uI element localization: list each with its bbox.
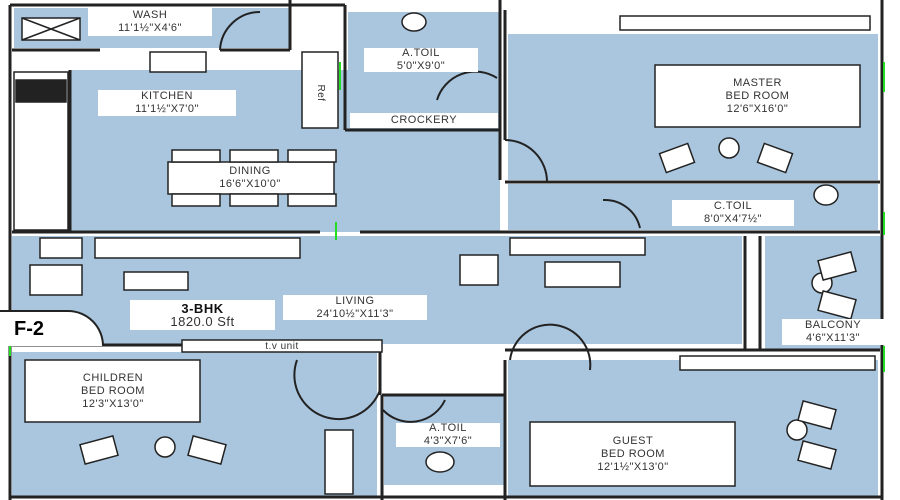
guest-wardrobe xyxy=(679,355,876,371)
master-wardrobe xyxy=(619,15,871,31)
flat-id-badge: F-2 xyxy=(0,310,104,346)
window-markers xyxy=(9,62,885,372)
toilet-icon xyxy=(813,184,839,206)
walls xyxy=(8,0,884,500)
door-swings xyxy=(219,10,641,423)
stove xyxy=(15,79,67,103)
ref-label: Ref xyxy=(314,78,328,108)
kitchen-sink xyxy=(149,51,207,73)
tv-unit-label: t.v unit xyxy=(265,340,299,352)
toilet-icon xyxy=(401,12,427,32)
crockery-label: CROCKERY xyxy=(350,113,498,128)
shelf xyxy=(324,429,354,495)
tv-unit xyxy=(181,339,383,353)
toilet-icon xyxy=(425,451,455,473)
coffee-table xyxy=(544,261,621,288)
